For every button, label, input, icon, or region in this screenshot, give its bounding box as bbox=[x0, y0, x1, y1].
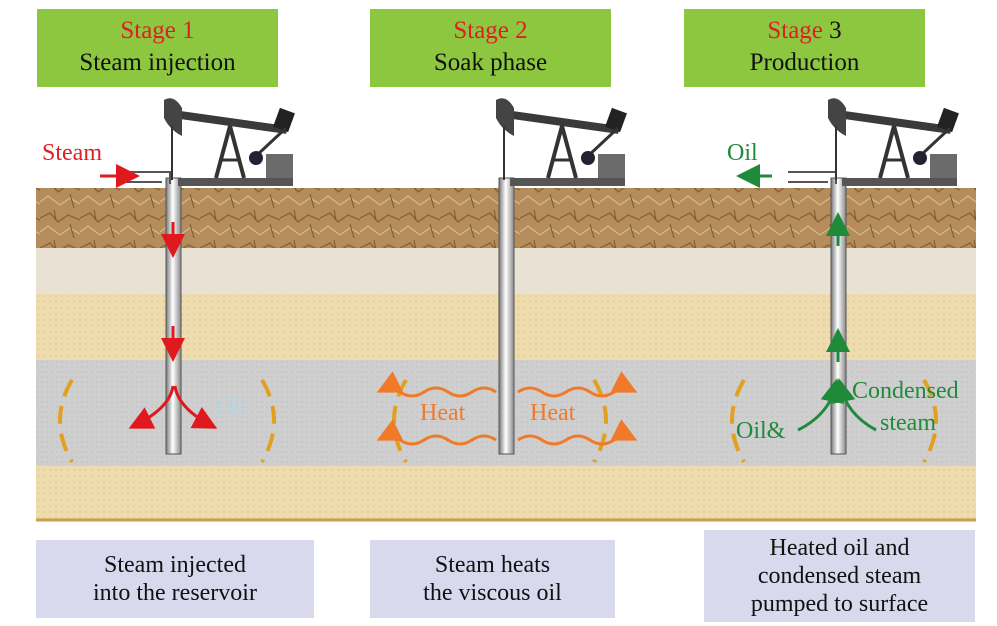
pumpjack-icon bbox=[162, 96, 297, 188]
oil-label-stage-1: Oil bbox=[216, 394, 247, 420]
stage-3-header: Stage 3 Production bbox=[684, 9, 925, 87]
stage-3-word: Stage bbox=[767, 17, 823, 44]
stage-1-description: Steam injected into the reservoir bbox=[36, 540, 314, 618]
stage-1-desc-line-1: Steam injected bbox=[104, 552, 246, 578]
stage-3-desc-line-3: pumped to surface bbox=[750, 591, 929, 617]
pumpjack-icon bbox=[826, 96, 961, 188]
heat-wave-icon bbox=[376, 371, 638, 446]
well-1 bbox=[165, 177, 182, 455]
oil-and-label: Oil& bbox=[736, 418, 786, 444]
stage-1-desc-line-2: into the reservoir bbox=[93, 580, 257, 606]
stage-3-number: 3 bbox=[829, 17, 842, 44]
stage-1-header: Stage 1 Steam injection bbox=[37, 9, 278, 87]
steam-arrow-icon bbox=[173, 385, 218, 429]
well-2 bbox=[498, 177, 515, 455]
stage-2-title: Soak phase bbox=[433, 49, 548, 76]
heat-label-left: Heat bbox=[420, 400, 466, 426]
stage-3-desc-line-1: Heated oil and bbox=[769, 535, 910, 561]
stage-3-title: Production bbox=[749, 49, 860, 76]
pumpjack-icon bbox=[494, 96, 629, 188]
stage-2-header: Stage 2 Soak phase bbox=[370, 9, 611, 87]
stage-2-description: Steam heats the viscous oil bbox=[370, 540, 615, 618]
stage-1-number: 1 bbox=[182, 17, 195, 44]
stage-2-word: Stage bbox=[453, 17, 509, 44]
sand-layer-lower bbox=[36, 466, 976, 520]
steam-arrow-icon bbox=[128, 385, 175, 429]
stage-2-desc-line-1: Steam heats bbox=[434, 552, 551, 578]
condensed-label: Condensed bbox=[852, 378, 959, 404]
stage-2-number: 2 bbox=[515, 17, 528, 44]
oil-out-label: Oil bbox=[727, 140, 758, 166]
steam-label: steam bbox=[880, 410, 936, 436]
oil-arrow-icon bbox=[831, 378, 877, 432]
heat-label-right: Heat bbox=[530, 400, 576, 426]
stage-1-title: Steam injection bbox=[79, 49, 236, 76]
stage-3-desc-line-2: condensed steam bbox=[757, 563, 922, 589]
stage-2-desc-line-2: the viscous oil bbox=[423, 580, 562, 606]
wellhead-pipe-3 bbox=[788, 171, 837, 184]
wellhead-pipe-1 bbox=[122, 171, 171, 184]
stage-3-description: Heated oil and condensed steam pumped to… bbox=[704, 530, 975, 622]
steam-in-label: Steam bbox=[42, 140, 102, 166]
stage-1-word: Stage bbox=[120, 17, 176, 44]
